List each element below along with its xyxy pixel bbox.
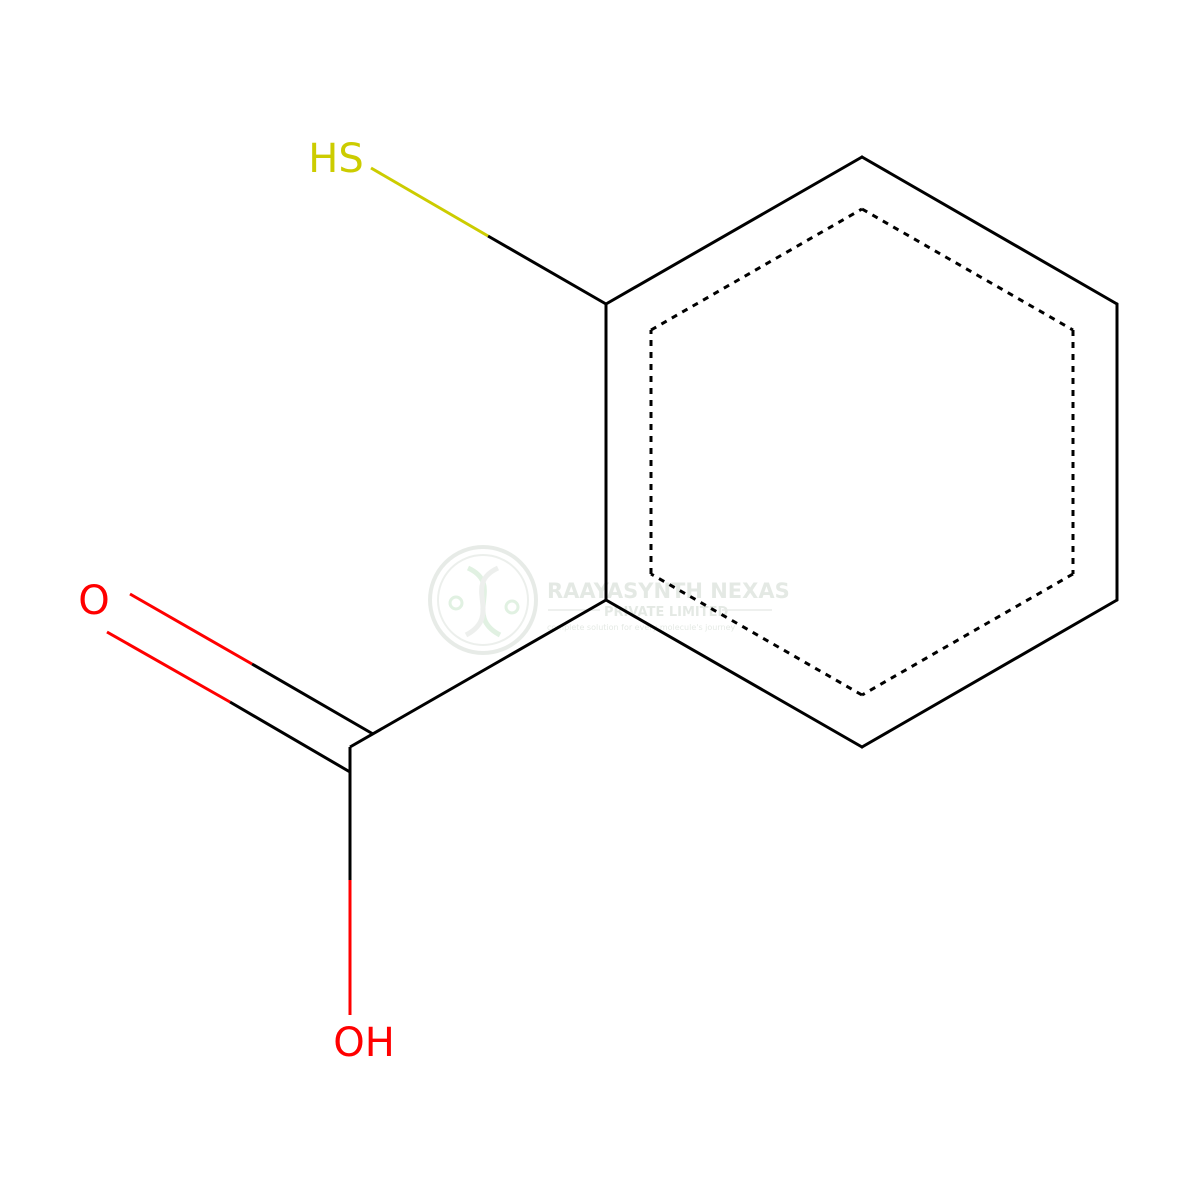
watermark-company-name: RAAYASYNTH NEXAS [547,579,790,603]
carbonyl-oxygen-label: O [78,578,109,624]
ring-bond-1 [604,155,864,306]
watermark-logo-inner-ring [437,554,529,646]
watermark-logo-ring [428,545,538,655]
thiol-label: HS [308,136,363,182]
ring-bond-4 [860,598,1119,749]
hydroxyl-label: OH [333,1020,395,1066]
ring-bond-2 [860,155,1119,306]
benzene-ring [604,155,1119,749]
dna-helix-icon [448,565,520,638]
ring-to-carboxyl-bond [349,598,607,749]
carboxyl-bonds [106,592,607,1015]
watermark-suffix: PRIVATE LIMITED [604,605,729,620]
aromatic-inner-ring [649,207,1075,697]
ring-bond-5 [604,598,864,749]
watermark-tagline: complete solution for every molecule's j… [547,623,736,632]
watermark: RAAYASYNTH NEXAS PRIVATE LIMITED complet… [428,545,790,655]
thiol-bond [370,166,607,306]
